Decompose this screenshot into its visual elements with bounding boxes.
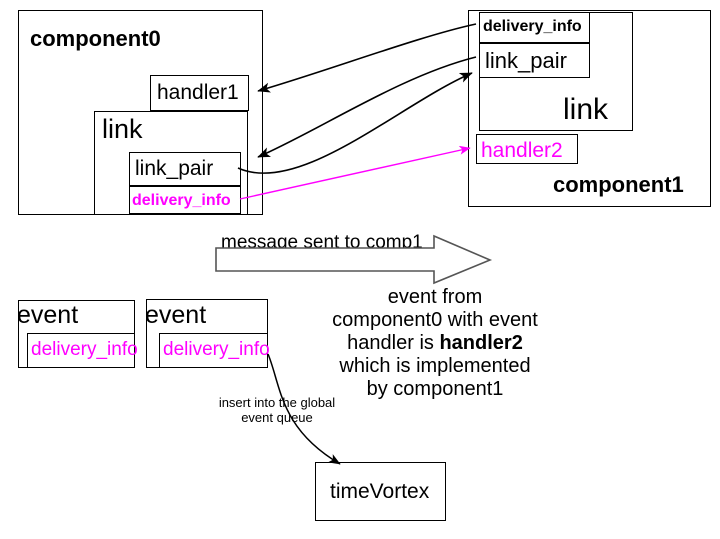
component0-handler1-box (150, 75, 249, 111)
component0-handler1-label: handler1 (157, 81, 239, 104)
component1-delivery-info-label: delivery_info (483, 18, 582, 35)
time-vortex-label: timeVortex (330, 480, 430, 503)
event-label-1: event (17, 301, 79, 329)
time-vortex-box (315, 462, 446, 521)
event-2-delivery-info-box (159, 333, 268, 368)
annotation-line-4: which is implemented (339, 355, 531, 377)
component0-delivery-info-label: delivery_info (132, 192, 231, 209)
component1-handler2-label: handler2 (481, 139, 563, 162)
component1-link-label: link (563, 93, 609, 126)
arrow-component0-link-pair-to-component1 (237, 72, 473, 174)
annotation-line-5: by component1 (366, 378, 504, 400)
component1-link-pair-label: link_pair (485, 48, 567, 73)
banner-label: message sent to comp1 (221, 232, 423, 253)
event-2-delivery-info-label: delivery_info (163, 339, 270, 360)
annotation-line-1: event from (387, 286, 483, 308)
arrow-delivery-info-to-handler2 (239, 145, 471, 200)
component1-label: component1 (553, 172, 684, 197)
insert-note-line-1: insert into the global (218, 395, 336, 410)
event-1-delivery-info-label: delivery_info (31, 339, 138, 360)
component0-link-label: link (102, 114, 143, 144)
component0-link-pair-label: link_pair (135, 157, 214, 180)
insert-note-line-2: event queue (241, 409, 313, 425)
event-1-delivery-info-box (27, 333, 135, 368)
component0-label: component0 (30, 26, 161, 51)
annotation-line-3: handler is handler2 (300, 332, 570, 355)
event-annotation: event from component0 with event handler… (300, 286, 570, 401)
event-label-2: event (145, 301, 207, 329)
component1-handler2-box (476, 134, 578, 164)
annotation-line-2: component0 with event (332, 309, 538, 331)
insert-note: insert into the global event queue (207, 395, 347, 426)
arrow-delivery-info-to-handler1 (257, 23, 477, 93)
component0-delivery-info-box (129, 186, 241, 214)
annotation-handler2-emphasis: handler2 (439, 332, 523, 354)
annotation-line-3-prefix: handler is (347, 332, 440, 354)
component1-link-pair-box (479, 43, 590, 78)
arrow-link-pair-to-component0 (257, 56, 477, 158)
component1-delivery-info-box (479, 12, 590, 43)
